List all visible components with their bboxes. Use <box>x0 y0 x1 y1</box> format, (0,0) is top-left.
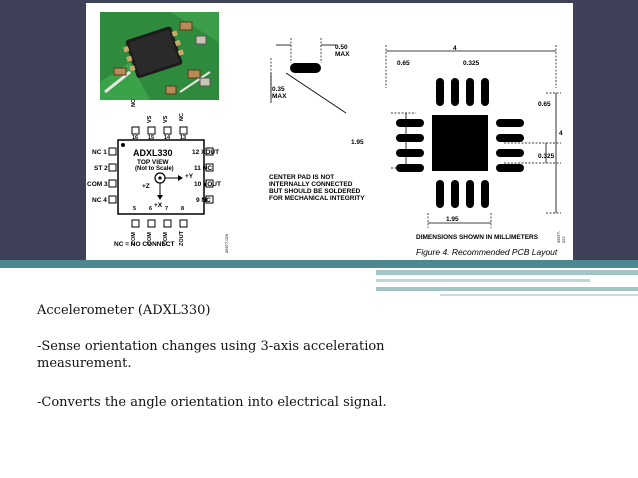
bullet-converts-signal: -Converts the angle orientation into ele… <box>37 395 387 410</box>
left-pin-2: ST 2 <box>94 165 108 172</box>
axis-label-x: +X <box>154 202 163 209</box>
center-pad-note-4: FOR MECHANICAL INTEGRITY <box>269 195 365 202</box>
dim-0325-right: 0.325 <box>538 153 555 160</box>
dim-065-right: 0.65 <box>538 101 551 108</box>
center-pad-note-3: BUT SHOULD BE SOLDERED <box>269 188 361 195</box>
bottom-pin-6: 6 <box>149 206 153 212</box>
right-pin-10: 10 YOUT <box>194 181 221 188</box>
axis-label-y: +Y <box>185 173 194 180</box>
top-pin-name-4: NC <box>179 113 185 121</box>
left-pin-1: NC 1 <box>92 149 107 156</box>
pinout-scale-label: (Not to Scale) <box>135 166 174 172</box>
dim-4-top: 4 <box>453 45 457 52</box>
bottom-pin-8: 8 <box>181 206 185 212</box>
pinout-view-label: TOP VIEW <box>137 159 169 166</box>
center-pad-note-1: CENTER PAD IS NOT <box>269 174 335 181</box>
right-pin-11: 11 NC <box>194 165 213 172</box>
top-pin-name-1: NC <box>131 99 137 107</box>
dimensions-note: DIMENSIONS SHOWN IN MILLIMETERS <box>416 234 539 241</box>
bullet-sense-orientation: -Sense orientation changes using 3-axis … <box>37 339 385 371</box>
top-pin-13: 13 <box>180 135 187 141</box>
top-pin-name-3: VS <box>163 115 169 123</box>
left-pin-4: NC 4 <box>92 197 107 204</box>
dim-195-left: 1.95 <box>351 139 364 146</box>
center-pad-note-2: INTERNALLY CONNECTED <box>269 181 353 188</box>
dim-035-max: MAX <box>272 93 287 100</box>
dim-065-top: 0.65 <box>397 60 410 67</box>
dim-035: 0.35 <box>272 86 285 93</box>
dim-050-max: MAX <box>335 51 350 58</box>
dim-4-right: 4 <box>559 130 563 137</box>
pcb-layout-drawing <box>270 38 561 228</box>
nc-note: NC = NO CONNECT <box>114 241 175 248</box>
stripe-accent-3 <box>376 287 638 291</box>
bottom-pin-name-8: ZOUT <box>179 231 185 246</box>
pcb-code: 05677-022 <box>556 230 566 243</box>
slide-title-line: Accelerometer (ADXL330) <box>37 303 211 318</box>
right-pin-9: 9 NC <box>196 197 211 204</box>
top-pin-16: 16 <box>132 135 139 141</box>
stripe-accent-1 <box>376 270 638 275</box>
top-pin-15: 15 <box>148 135 155 141</box>
pinout-part-name: ADXL330 <box>133 148 173 158</box>
bottom-pin-7: 7 <box>165 206 169 212</box>
axis-label-z: +Z <box>142 183 150 190</box>
chip-photo <box>100 12 219 100</box>
top-pin-name-2: VS <box>147 115 153 123</box>
left-pin-3: COM 3 <box>87 181 108 188</box>
stripe-main <box>0 260 638 268</box>
dim-195-bottom: 1.95 <box>446 216 459 223</box>
figure-caption: Figure 4. Recommended PCB Layout <box>416 247 558 257</box>
top-pin-14: 14 <box>164 135 171 141</box>
pinout-code: 05677-029 <box>224 233 229 253</box>
datasheet-figure: ADXL330 TOP VIEW (Not to Scale) +Y +X +Z… <box>86 3 573 261</box>
pinout-diagram <box>108 126 214 228</box>
stripe-accent-2 <box>376 279 590 282</box>
stripe-accent-4 <box>440 294 638 296</box>
dim-0325-top: 0.325 <box>463 60 480 67</box>
bottom-pin-5: 5 <box>133 206 137 212</box>
dim-050: 0.50 <box>335 44 348 51</box>
right-pin-12: 12 XOUT <box>192 149 220 156</box>
